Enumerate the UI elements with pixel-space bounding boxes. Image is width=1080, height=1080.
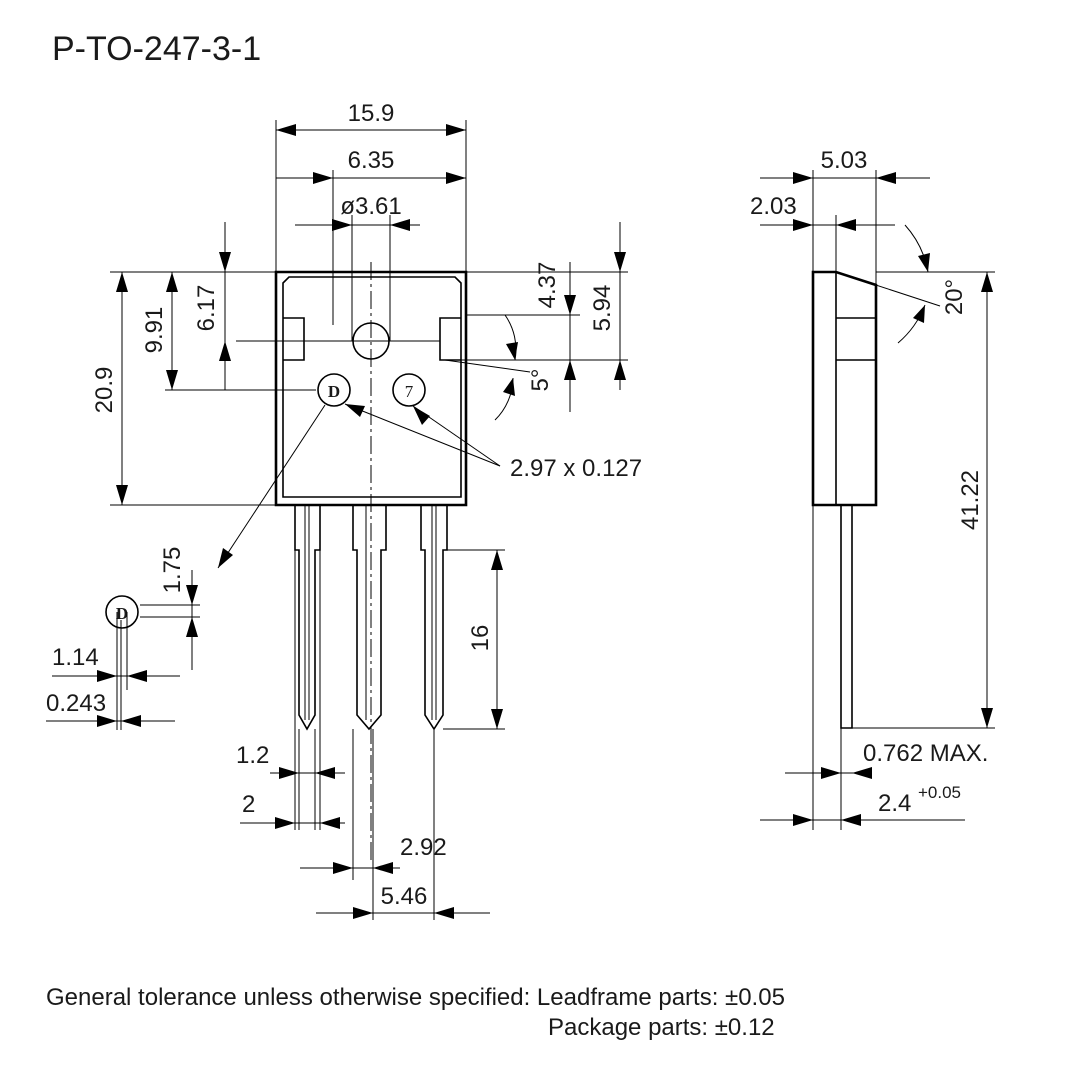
lead-left: [294, 505, 321, 731]
dim-9-91: 9.91: [141, 307, 168, 354]
package-body-inner: [282, 276, 462, 498]
lead-right: [420, 505, 448, 731]
dim-6-35: 6.35: [348, 147, 395, 174]
dim-lead-length: 16: [467, 625, 494, 652]
dim-6-17: 6.17: [193, 285, 220, 332]
detail-d-letter: D: [116, 604, 128, 623]
lead-center: [352, 505, 387, 731]
dim-side-2-4-tolerance: +0.05: [918, 783, 961, 802]
dim-15-9: 15.9: [348, 100, 395, 127]
d-marker-letter: D: [328, 382, 340, 401]
tolerance-note-line2: Package parts: ±0.12: [548, 1014, 775, 1041]
package-body-outline: [274, 270, 468, 507]
dim-20-9: 20.9: [91, 367, 118, 414]
dim-pitch: 5.46: [381, 883, 428, 910]
drawing-title: P-TO-247-3-1: [52, 30, 261, 68]
callout-mark-size: 2.97 x 0.127: [510, 455, 642, 482]
dim-2: 2: [242, 791, 255, 818]
dim-5-94: 5.94: [589, 285, 616, 332]
dim-side-2-4: 2.4: [878, 790, 911, 817]
tolerance-note-line1: General tolerance unless otherwise speci…: [46, 984, 785, 1011]
dim-0-243: 0.243: [46, 690, 106, 717]
front-extension-lines: [110, 120, 628, 920]
dim-side-41-22: 41.22: [957, 470, 984, 530]
dim-side-2-03: 2.03: [750, 193, 797, 220]
dim-side-angle: 20°: [941, 279, 968, 315]
dim-4-37: 4.37: [534, 262, 561, 309]
dim-1-2: 1.2: [236, 742, 269, 769]
front-view: D 7: [91, 100, 642, 920]
dim-hole-diameter: ø3.61: [340, 193, 401, 220]
side-body-outline: [811, 270, 878, 507]
seven-marker-label: 7: [405, 382, 414, 401]
left-notch: [283, 317, 305, 361]
dim-side-5-03: 5.03: [821, 147, 868, 174]
dim-1-14: 1.14: [52, 644, 99, 671]
side-view: 5.03 2.03 20° 41.22 0.762 MAX. 2.4 +0.05: [750, 147, 995, 830]
seven-marker: [392, 373, 426, 407]
right-notch: [439, 317, 461, 361]
mark-detail: D 1.75 1.14 0.243: [46, 547, 200, 730]
detail-d-marker: [105, 595, 139, 629]
dim-2-92: 2.92: [400, 834, 447, 861]
dim-angle-5: 5°: [527, 369, 554, 392]
dim-side-0-762: 0.762 MAX.: [863, 740, 988, 767]
side-lead: [840, 505, 853, 729]
d-marker: [317, 373, 351, 407]
dim-1-75: 1.75: [159, 547, 186, 594]
